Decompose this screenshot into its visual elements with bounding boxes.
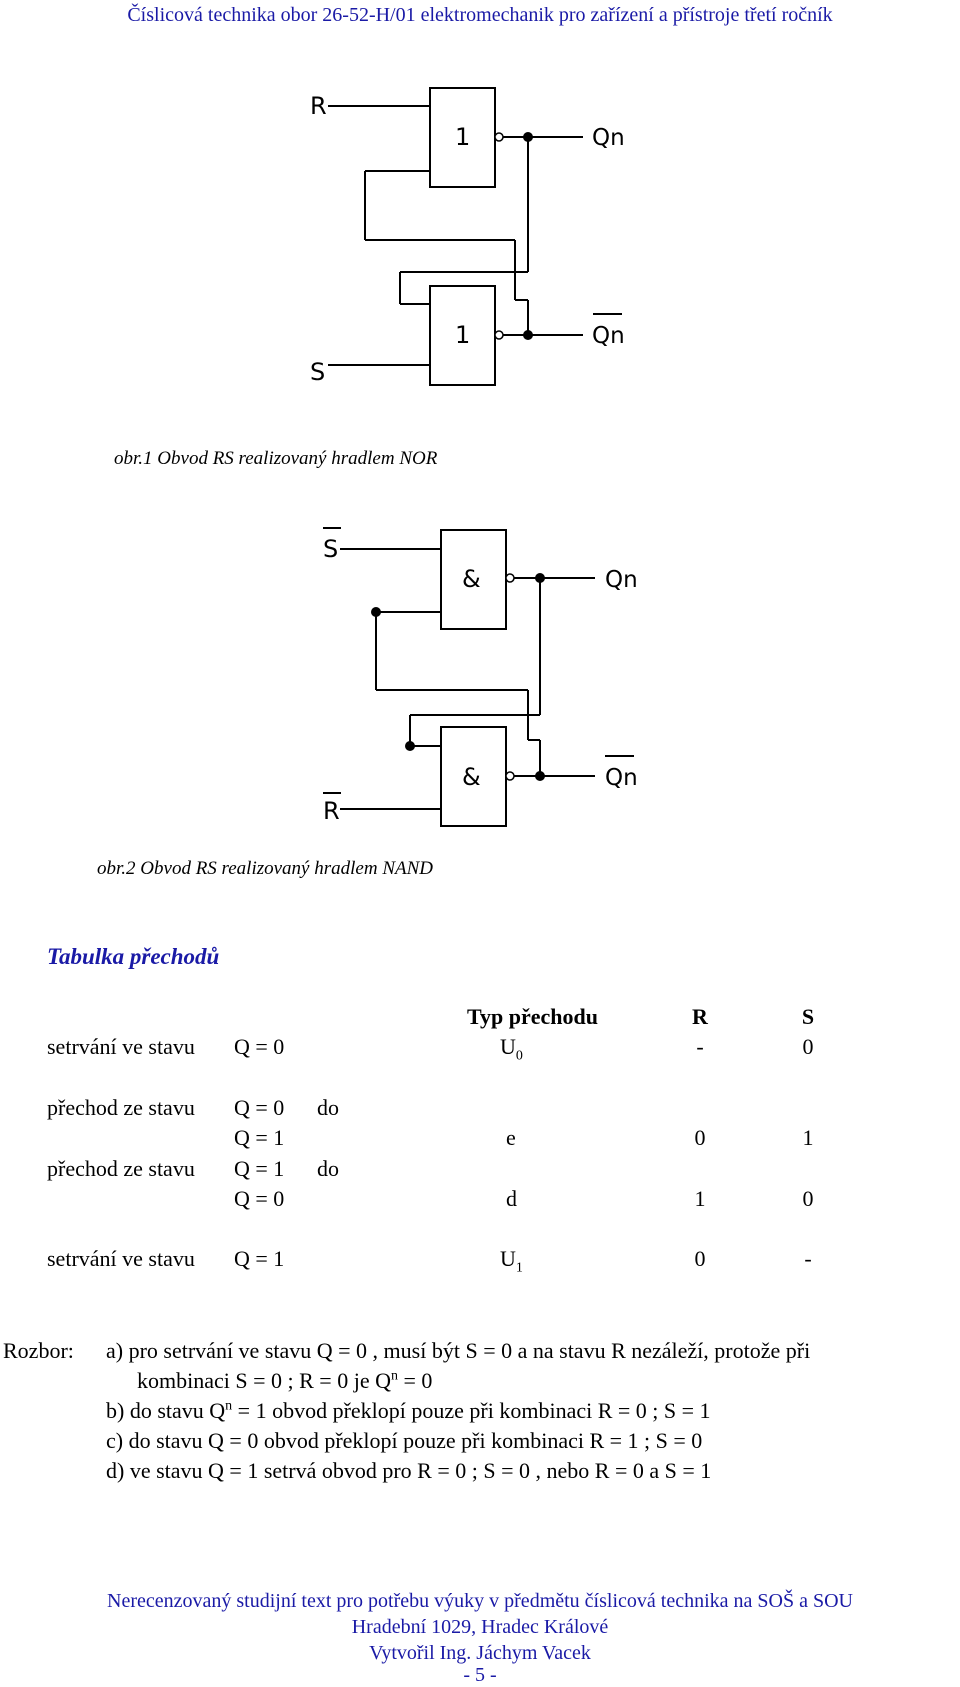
nor-gate-top-label: 1 [455, 123, 470, 151]
row2-to-state: Q = 1 [234, 1125, 285, 1150]
row2-do: do [317, 1095, 339, 1120]
row3-type: d [506, 1186, 517, 1211]
row3-do: do [317, 1156, 339, 1181]
footer-line3: Vytvořil Ing. Jáchym Vacek [369, 1642, 591, 1664]
row1-r: - [696, 1034, 704, 1059]
row1-s: 0 [802, 1034, 814, 1059]
row4-description: setrvání ve stavu [47, 1246, 195, 1271]
header-s: S [801, 1004, 815, 1029]
nor-input-r: R [310, 92, 327, 120]
figure2-caption: obr.2 Obvod RS realizovaný hradlem NAND [97, 858, 433, 879]
row1-description: setrvání ve stavu [47, 1034, 195, 1059]
analysis-label: Rozbor: [3, 1338, 74, 1363]
nor-input-s: S [310, 358, 325, 386]
row4-type: U1 [500, 1246, 523, 1276]
analysis-a-line2: kombinaci S = 0 ; R = 0 je Qn = 0 [137, 1368, 433, 1393]
row3-to-state: Q = 0 [234, 1186, 285, 1211]
footer-line2: Hradební 1029, Hradec Králové [351, 1616, 609, 1638]
row4-r: 0 [694, 1246, 706, 1271]
analysis-c: c) do stavu Q = 0 obvod překlopí pouze p… [106, 1428, 703, 1453]
page-number: - 5 - [463, 1664, 497, 1686]
row3-r: 1 [694, 1186, 706, 1211]
row2-s: 1 [802, 1125, 814, 1150]
row1-state: Q = 0 [234, 1034, 285, 1059]
row2-from-state: Q = 0 [234, 1095, 285, 1120]
row2-r: 0 [694, 1125, 706, 1150]
row2-description: přechod ze stavu [47, 1095, 195, 1120]
analysis-a-line1: a) pro setrvání ve stavu Q = 0 , musí bý… [106, 1338, 811, 1363]
row3-from-state: Q = 1 [234, 1156, 285, 1181]
nand-output-q: Qn [605, 567, 638, 593]
footer-line1: Nerecenzovaný studijní text pro potřebu … [107, 1590, 853, 1612]
nand-input-r-bar: R [323, 797, 340, 825]
nand-gate-top-label: & [462, 565, 481, 593]
row3-description: přechod ze stavu [47, 1156, 195, 1181]
page-header: Číslicová technika obor 26-52-H/01 elekt… [127, 4, 833, 26]
nand-rs-latch-diagram: & & S R Qn Qn [323, 527, 638, 827]
row3-s: 0 [802, 1186, 814, 1211]
row2-type: e [506, 1125, 516, 1150]
analysis-b: b) do stavu Qn = 1 obvod překlopí pouze … [106, 1398, 711, 1423]
table-title: Tabulka přechodů [47, 944, 220, 969]
row1-type: U0 [500, 1034, 523, 1064]
figure1-caption: obr.1 Obvod RS realizovaný hradlem NOR [114, 448, 438, 469]
nor-gate-bottom-label: 1 [455, 321, 470, 349]
nor-output-q-bar: Qn [592, 323, 625, 349]
nand-gate-bottom-label: & [462, 763, 481, 791]
analysis-d: d) ve stavu Q = 1 setrvá obvod pro R = 0… [106, 1458, 712, 1483]
header-transition-type: Typ přechodu [467, 1004, 599, 1029]
nor-output-q: Qn [592, 125, 625, 151]
nand-output-q-bar: Qn [605, 765, 638, 791]
nand-input-s-bar: S [323, 535, 338, 563]
nor-rs-latch-diagram: 1 1 R S Qn Qn [310, 87, 625, 386]
row4-state: Q = 1 [234, 1246, 285, 1271]
header-r: R [692, 1004, 708, 1029]
row4-s: - [804, 1246, 812, 1271]
